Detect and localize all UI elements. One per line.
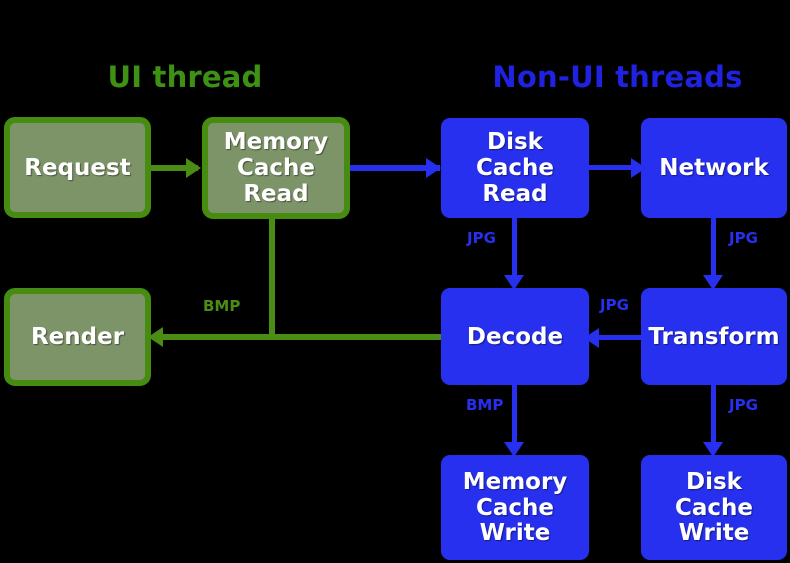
edge-label-network-to-transform: JPG (729, 229, 758, 247)
edge-memory-cache-read-to-render-line (269, 218, 275, 338)
node-request-label: Request (24, 154, 131, 181)
edge-request-to-memory-cache-read-line (150, 165, 198, 171)
node-render[interactable]: Render (4, 288, 151, 386)
edge-transform-to-disk-cache-write-line (711, 385, 716, 447)
edge-memory-cache-read-to-disk-cache-read-line (340, 165, 440, 171)
edge-disk-cache-read-to-decode-line (512, 218, 517, 280)
node-render-label: Render (30, 324, 125, 350)
node-request[interactable]: Request (4, 117, 151, 218)
edge-disk-cache-read-to-network-line (588, 165, 646, 170)
node-transform[interactable]: Transform (641, 288, 787, 385)
edge-memory-cache-read-to-disk-cache-read-arrowhead (426, 158, 441, 178)
edge-label-decode-to-memory-cache-write: BMP (466, 396, 504, 414)
node-network[interactable]: Network (641, 118, 787, 218)
edge-transform-to-disk-cache-write-arrowhead (703, 442, 723, 457)
edge-decode-to-memory-cache-write-line (512, 385, 517, 447)
column-heading-ui-thread: UI thread (107, 60, 263, 94)
edge-label-transform-to-disk-cache-write: JPG (729, 396, 758, 414)
node-network-label: Network (659, 155, 769, 181)
edge-decode-to-render-arrowhead (148, 327, 163, 347)
edge-transform-to-decode-line (592, 335, 644, 340)
edge-network-to-transform-arrowhead (703, 275, 723, 290)
edge-network-to-transform-line (711, 218, 716, 280)
node-decode-label: Decode (466, 323, 564, 350)
edge-decode-to-render-line (163, 334, 448, 340)
edge-disk-cache-read-to-decode-arrowhead (504, 275, 524, 290)
edge-label-transform-to-decode: JPG (600, 296, 629, 314)
column-heading-non-ui-threads: Non-UI threads (492, 60, 743, 94)
edge-request-to-memory-cache-read-arrowhead (186, 158, 201, 178)
edge-decode-to-memory-cache-write-arrowhead (504, 442, 524, 457)
node-transform-label: Transform (648, 323, 780, 350)
node-decode[interactable]: Decode (441, 288, 589, 385)
edge-label-disk-cache-read-to-decode: JPG (467, 229, 496, 247)
edge-label-memory-cache-read-to-render: BMP (203, 297, 241, 315)
